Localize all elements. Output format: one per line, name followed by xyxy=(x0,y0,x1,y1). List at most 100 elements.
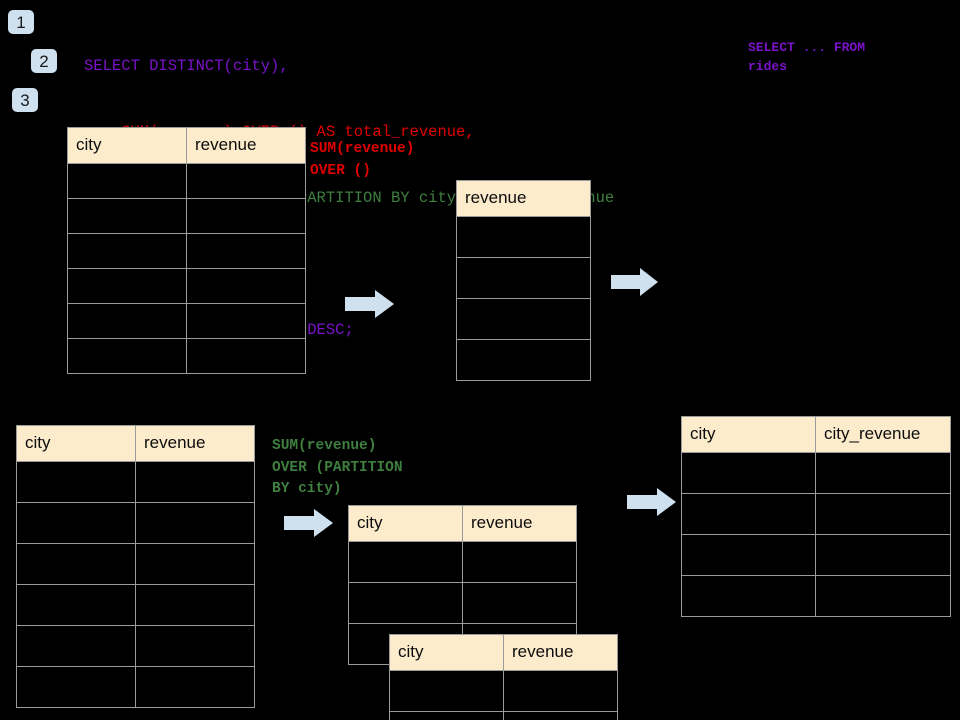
table-row xyxy=(67,303,306,339)
table-cell xyxy=(348,582,463,624)
total-revenue-table: revenue xyxy=(456,180,591,381)
table-cell xyxy=(681,575,816,617)
table-body xyxy=(456,216,591,381)
table-cell xyxy=(815,575,951,617)
table-cell xyxy=(186,303,306,339)
column-header-revenue: revenue xyxy=(503,634,618,671)
table-row xyxy=(389,670,618,712)
sql-line-1: SELECT DISTINCT(city), xyxy=(84,57,289,75)
table-cell xyxy=(135,461,255,503)
table-cell xyxy=(67,268,187,304)
table-cell xyxy=(462,582,577,624)
table-cell xyxy=(503,670,618,712)
column-header-city: city xyxy=(16,425,136,462)
step-badge-1[interactable]: 1 xyxy=(8,10,34,34)
rides-source-table: city revenue xyxy=(67,127,306,374)
table-row xyxy=(348,541,577,583)
table-cell xyxy=(67,303,187,339)
table-row xyxy=(67,338,306,374)
table-cell xyxy=(135,502,255,544)
step-badge-3[interactable]: 3 xyxy=(12,88,38,112)
table-cell xyxy=(389,670,504,712)
table-row xyxy=(67,268,306,304)
table-cell xyxy=(16,625,136,667)
column-header-revenue: revenue xyxy=(186,127,306,164)
table-cell xyxy=(16,461,136,503)
table-body xyxy=(681,452,951,617)
table-cell xyxy=(135,625,255,667)
column-header-revenue: revenue xyxy=(456,180,591,217)
rides-source-table-2: city revenue xyxy=(16,425,255,708)
step-badge-2[interactable]: 2 xyxy=(31,49,57,73)
column-header-city: city xyxy=(67,127,187,164)
table-cell xyxy=(16,584,136,626)
table-row xyxy=(681,493,951,535)
table-cell xyxy=(681,534,816,576)
table-row xyxy=(67,233,306,269)
column-header-city-revenue: city_revenue xyxy=(815,416,951,453)
table-row xyxy=(348,582,577,624)
annotation-sum-over-partition: SUM(revenue) OVER (PARTITION BY city) xyxy=(272,438,403,497)
table-cell xyxy=(348,541,463,583)
partition-table-back: city revenue xyxy=(348,505,577,665)
table-row xyxy=(456,257,591,299)
result-table: city city_revenue xyxy=(681,416,951,617)
table-header-row: city revenue xyxy=(67,127,306,164)
table-cell xyxy=(456,298,591,340)
table-cell xyxy=(462,541,577,583)
table-cell xyxy=(681,452,816,494)
table-cell xyxy=(67,338,187,374)
table-row xyxy=(16,543,255,585)
table-cell xyxy=(456,339,591,381)
table-cell xyxy=(67,163,187,199)
table-cell xyxy=(503,711,618,720)
arrow-total-to-result xyxy=(611,268,658,296)
table-row xyxy=(67,198,306,234)
arrow-source-to-total xyxy=(345,290,394,318)
table-row xyxy=(681,575,951,617)
arrow-partition-to-result xyxy=(627,488,676,516)
table-header-row: city revenue xyxy=(348,505,577,542)
table-cell xyxy=(67,198,187,234)
table-cell xyxy=(186,163,306,199)
table-row xyxy=(16,584,255,626)
table-cell xyxy=(67,233,187,269)
partition-table-front: city revenue xyxy=(389,634,618,720)
table-cell xyxy=(16,543,136,585)
annotation-select-from-rides: SELECT ... FROM rides xyxy=(748,40,866,74)
table-cell xyxy=(389,711,504,720)
table-row xyxy=(16,625,255,667)
column-header-revenue: revenue xyxy=(462,505,577,542)
table-cell xyxy=(186,268,306,304)
table-body xyxy=(389,670,618,720)
table-cell xyxy=(456,257,591,299)
column-header-city: city xyxy=(681,416,816,453)
table-row xyxy=(681,452,951,494)
table-header-row: city revenue xyxy=(16,425,255,462)
table-cell xyxy=(186,198,306,234)
table-row xyxy=(456,339,591,381)
table-cell xyxy=(815,534,951,576)
table-cell xyxy=(16,502,136,544)
table-row xyxy=(16,461,255,503)
table-row xyxy=(681,534,951,576)
table-cell xyxy=(186,338,306,374)
table-body xyxy=(16,461,255,708)
table-cell xyxy=(135,543,255,585)
arrow-source2-to-partition xyxy=(284,509,333,537)
table-cell xyxy=(186,233,306,269)
table-row xyxy=(389,711,618,720)
table-body xyxy=(67,163,306,374)
column-header-city: city xyxy=(389,634,504,671)
annotation-sum-over-empty: SUM(revenue) OVER () xyxy=(310,141,415,179)
table-cell xyxy=(135,666,255,708)
table-cell xyxy=(815,452,951,494)
table-row xyxy=(16,666,255,708)
table-cell xyxy=(815,493,951,535)
table-header-row: city city_revenue xyxy=(681,416,951,453)
table-row xyxy=(16,502,255,544)
table-row xyxy=(456,216,591,258)
table-cell xyxy=(16,666,136,708)
column-header-revenue: revenue xyxy=(135,425,255,462)
